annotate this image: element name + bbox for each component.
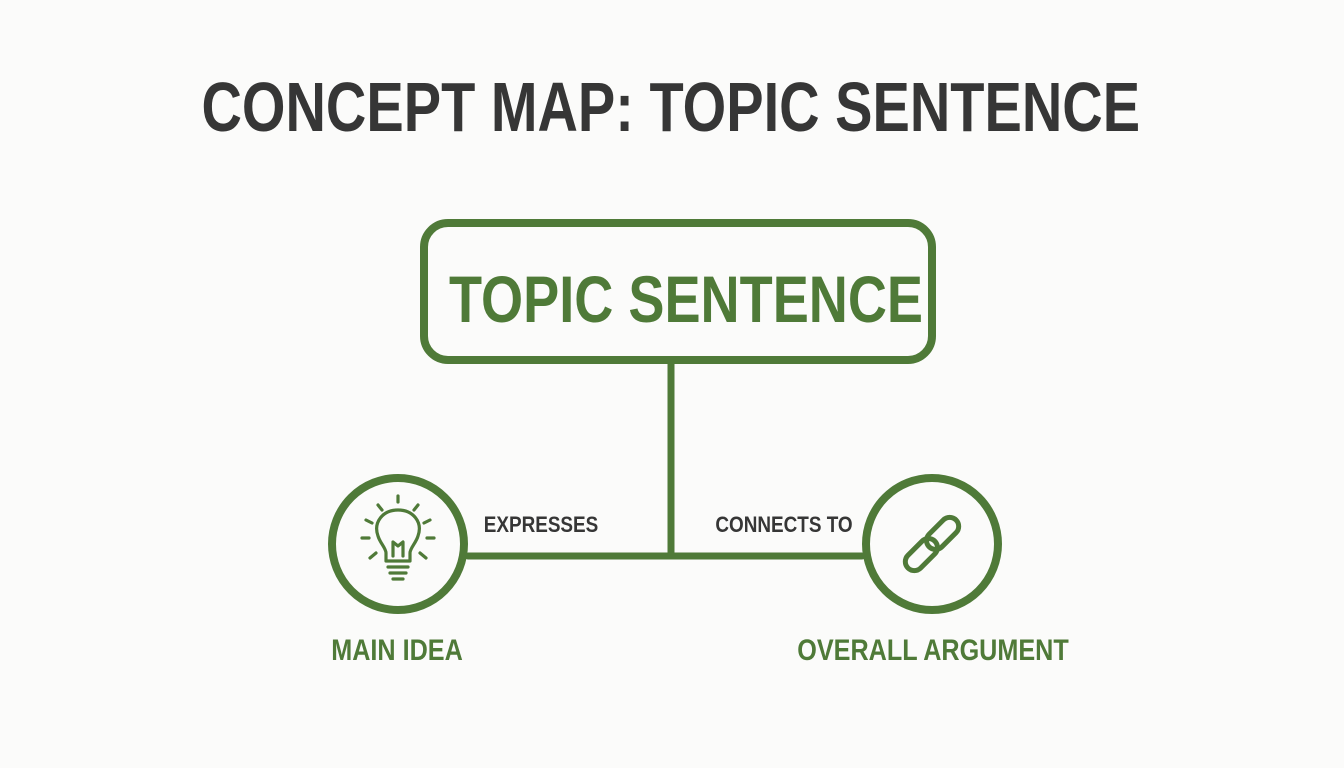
lightbulb-icon [360, 494, 436, 581]
connector-label-connects-to: CONNECTS TO [715, 513, 852, 538]
overall-argument-label: OVERALL ARGUMENT [797, 633, 1069, 667]
main-idea-label: MAIN IDEA [331, 633, 463, 667]
connector-lines [464, 358, 866, 560]
overall-argument-circle [862, 474, 1002, 614]
central-node-topic-sentence[interactable]: TOPIC SENTENCE [420, 219, 936, 364]
central-node-box [420, 219, 936, 364]
node-main-idea[interactable] [328, 474, 468, 614]
page-title: CONCEPT MAP: TOPIC SENTENCE [201, 68, 1141, 146]
connector-label-expresses: EXPRESSES [484, 513, 599, 538]
central-node-label: TOPIC SENTENCE [449, 262, 923, 336]
node-overall-argument[interactable] [862, 474, 1002, 614]
